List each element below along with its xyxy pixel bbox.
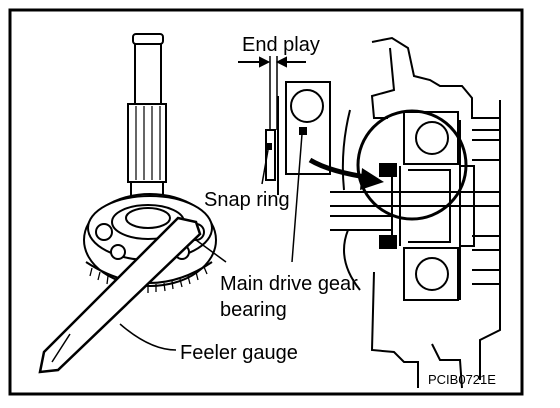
callout-arrow bbox=[308, 157, 384, 190]
label-end-play: End play bbox=[242, 34, 320, 56]
label-main-drive-gear: Main drive gear bbox=[220, 273, 358, 295]
feeler-gauge-tool bbox=[38, 216, 202, 374]
figure-code: PCIB0721E bbox=[428, 372, 496, 387]
leader-feeler bbox=[119, 323, 177, 351]
label-snap-ring: Snap ring bbox=[204, 189, 290, 211]
magnifier-circle bbox=[356, 109, 468, 221]
leader-bearing bbox=[195, 239, 227, 263]
end-play-detail bbox=[238, 56, 331, 263]
label-bearing: bearing bbox=[220, 299, 287, 321]
transmission-case bbox=[330, 36, 501, 389]
label-feeler-gauge: Feeler gauge bbox=[180, 342, 298, 364]
